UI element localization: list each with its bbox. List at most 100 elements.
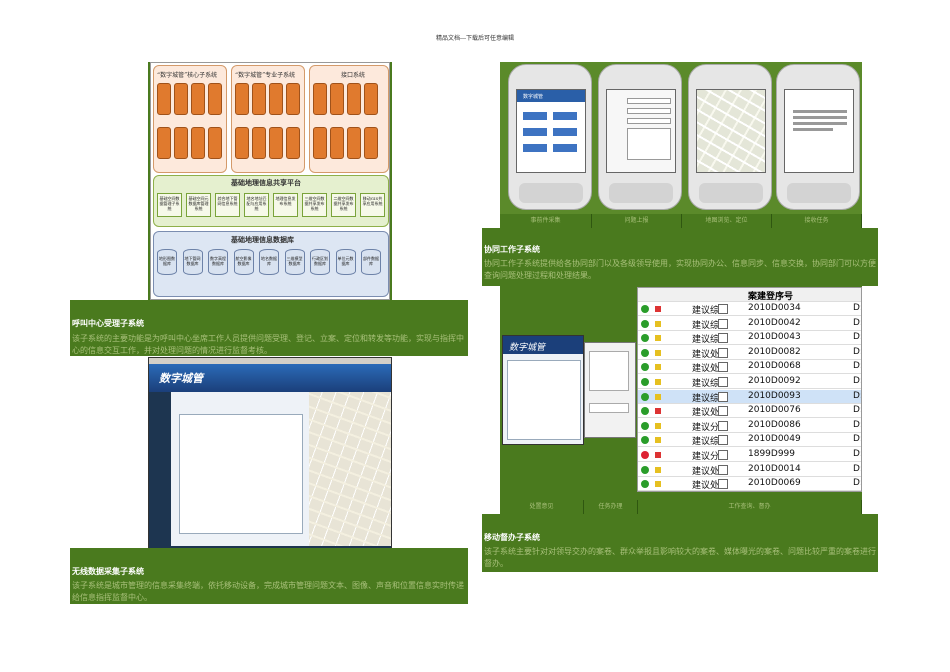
- grid-column-header[interactable]: 案建登序号: [748, 292, 794, 302]
- collab-body: 协同工作子系统提供给各协同部门以及各级领导使用，实现协同办公、信息同步、信息交换…: [484, 259, 876, 280]
- status-dot-icon: [641, 363, 649, 372]
- row-tail: D:: [853, 463, 862, 474]
- subsystem-box: [269, 83, 283, 115]
- document-icon[interactable]: [718, 435, 728, 446]
- caption-4: 接收任务: [772, 214, 862, 228]
- row-number: 2010D0049: [748, 434, 801, 445]
- row-number: 2010D0093: [748, 390, 801, 401]
- platform-item: 移动GIS共享应用系统: [360, 193, 385, 217]
- phone-screenshots: 数字城管: [500, 62, 862, 214]
- call-center-section: [70, 300, 468, 356]
- core-title: “数字城管”核心子系统: [157, 72, 218, 79]
- subsystem-box: [313, 127, 327, 159]
- subsystem-box: [347, 127, 361, 159]
- row-number: 1899D999: [748, 449, 796, 459]
- document-icon[interactable]: [718, 377, 728, 387]
- row-tail: D:: [853, 478, 862, 489]
- status-dot-icon: [641, 465, 649, 474]
- collab-caption-3: 工作查询、督办: [638, 500, 862, 514]
- db-item: 行政区划数据库: [310, 249, 330, 275]
- collab-caption-2: 任务办理: [584, 500, 638, 514]
- phone-2: [598, 64, 682, 210]
- document-icon[interactable]: [718, 304, 728, 314]
- caption-1: 事前件采集: [500, 214, 592, 228]
- wireless-section: [70, 548, 468, 604]
- subsystem-box: [269, 127, 283, 159]
- document-icon[interactable]: [718, 420, 728, 431]
- subsystem-box: [208, 83, 222, 115]
- row-number: 2010D0068: [748, 361, 801, 372]
- row-number: 2010D0069: [748, 478, 801, 489]
- document-icon[interactable]: [718, 347, 728, 358]
- flag-icon: [655, 437, 661, 444]
- collab-title: 协同工作子系统: [484, 244, 540, 254]
- mobile-supervise-body: 该子系统主要针对对领导交办的案卷、群众举报且影响较大的案卷、媒体曝光的案卷、问题…: [484, 547, 876, 568]
- subsystem-box: [313, 83, 327, 115]
- row-number: 2010D0042: [748, 317, 801, 328]
- city-system-screenshot: 数字城管: [148, 357, 392, 549]
- document-icon[interactable]: [718, 450, 728, 460]
- platform-item: 综合地下管网信息系统: [215, 193, 240, 217]
- row-label: 建议综合: [692, 320, 729, 331]
- row-number: 2010D0034: [748, 303, 801, 313]
- document-icon[interactable]: [718, 362, 728, 373]
- flag-icon: [655, 481, 661, 488]
- platform-item: 基础空间元数据库管理系统: [186, 193, 211, 217]
- flag-icon: [655, 466, 661, 473]
- row-tail: D:: [853, 361, 862, 372]
- db-item: 单位元数据库: [335, 249, 356, 275]
- subsystem-box: [286, 83, 300, 115]
- flag-icon: [655, 452, 661, 458]
- flag-icon: [655, 349, 661, 356]
- collab-section: [482, 228, 878, 286]
- platform-item: 基础空间数据管理子系统: [157, 193, 182, 217]
- row-tail: D:: [853, 434, 862, 445]
- subsystem-box: [347, 83, 361, 115]
- platform-item: 地理信息发布系统: [273, 193, 298, 217]
- status-dot-icon: [641, 407, 649, 416]
- document-icon[interactable]: [718, 333, 728, 344]
- flag-icon: [655, 393, 661, 400]
- platform-item: 三维空间数据共享发布系统: [302, 193, 327, 217]
- row-label: 建议综合: [692, 437, 729, 448]
- row-tail: D:: [853, 419, 862, 430]
- document-icon[interactable]: [718, 464, 728, 475]
- db-item: 三维模型数据库: [284, 249, 305, 275]
- city-app-title: 数字城管: [159, 372, 203, 385]
- document-icon[interactable]: [718, 406, 728, 417]
- row-label: 建议综合: [692, 379, 729, 389]
- row-tail: D:: [853, 346, 862, 357]
- document-icon[interactable]: [718, 318, 728, 329]
- phone-captions: 事前件采集 问题上报 地图浏览、定位 接收任务: [500, 214, 862, 228]
- call-center-title: 呼叫中心受理子系统: [72, 318, 144, 328]
- wireless-body: 该子系统是城市管理的信息采集终端，依托移动设备，完成城市管理问题文本、图像、声音…: [72, 581, 464, 602]
- subsystem-box: [252, 127, 266, 159]
- flag-icon: [655, 422, 661, 429]
- subsystem-box: [235, 83, 249, 115]
- status-dot-icon: [641, 421, 649, 430]
- collab-app-title: 数字城管: [509, 343, 546, 353]
- subsystem-box: [157, 83, 171, 115]
- platform-item: 二维空间数据共享发布系统: [331, 193, 356, 217]
- phone-app-header: 数字城管: [523, 94, 544, 100]
- subsystem-box: [174, 127, 188, 159]
- document-icon[interactable]: [718, 391, 728, 402]
- phone-1: 数字城管: [508, 64, 592, 210]
- document-icon[interactable]: [718, 479, 728, 490]
- table-row[interactable]: 建议综合 2010D0049 D:: [638, 433, 862, 448]
- caption-2: 问题上报: [592, 214, 682, 228]
- row-label: 建议综合: [692, 335, 729, 346]
